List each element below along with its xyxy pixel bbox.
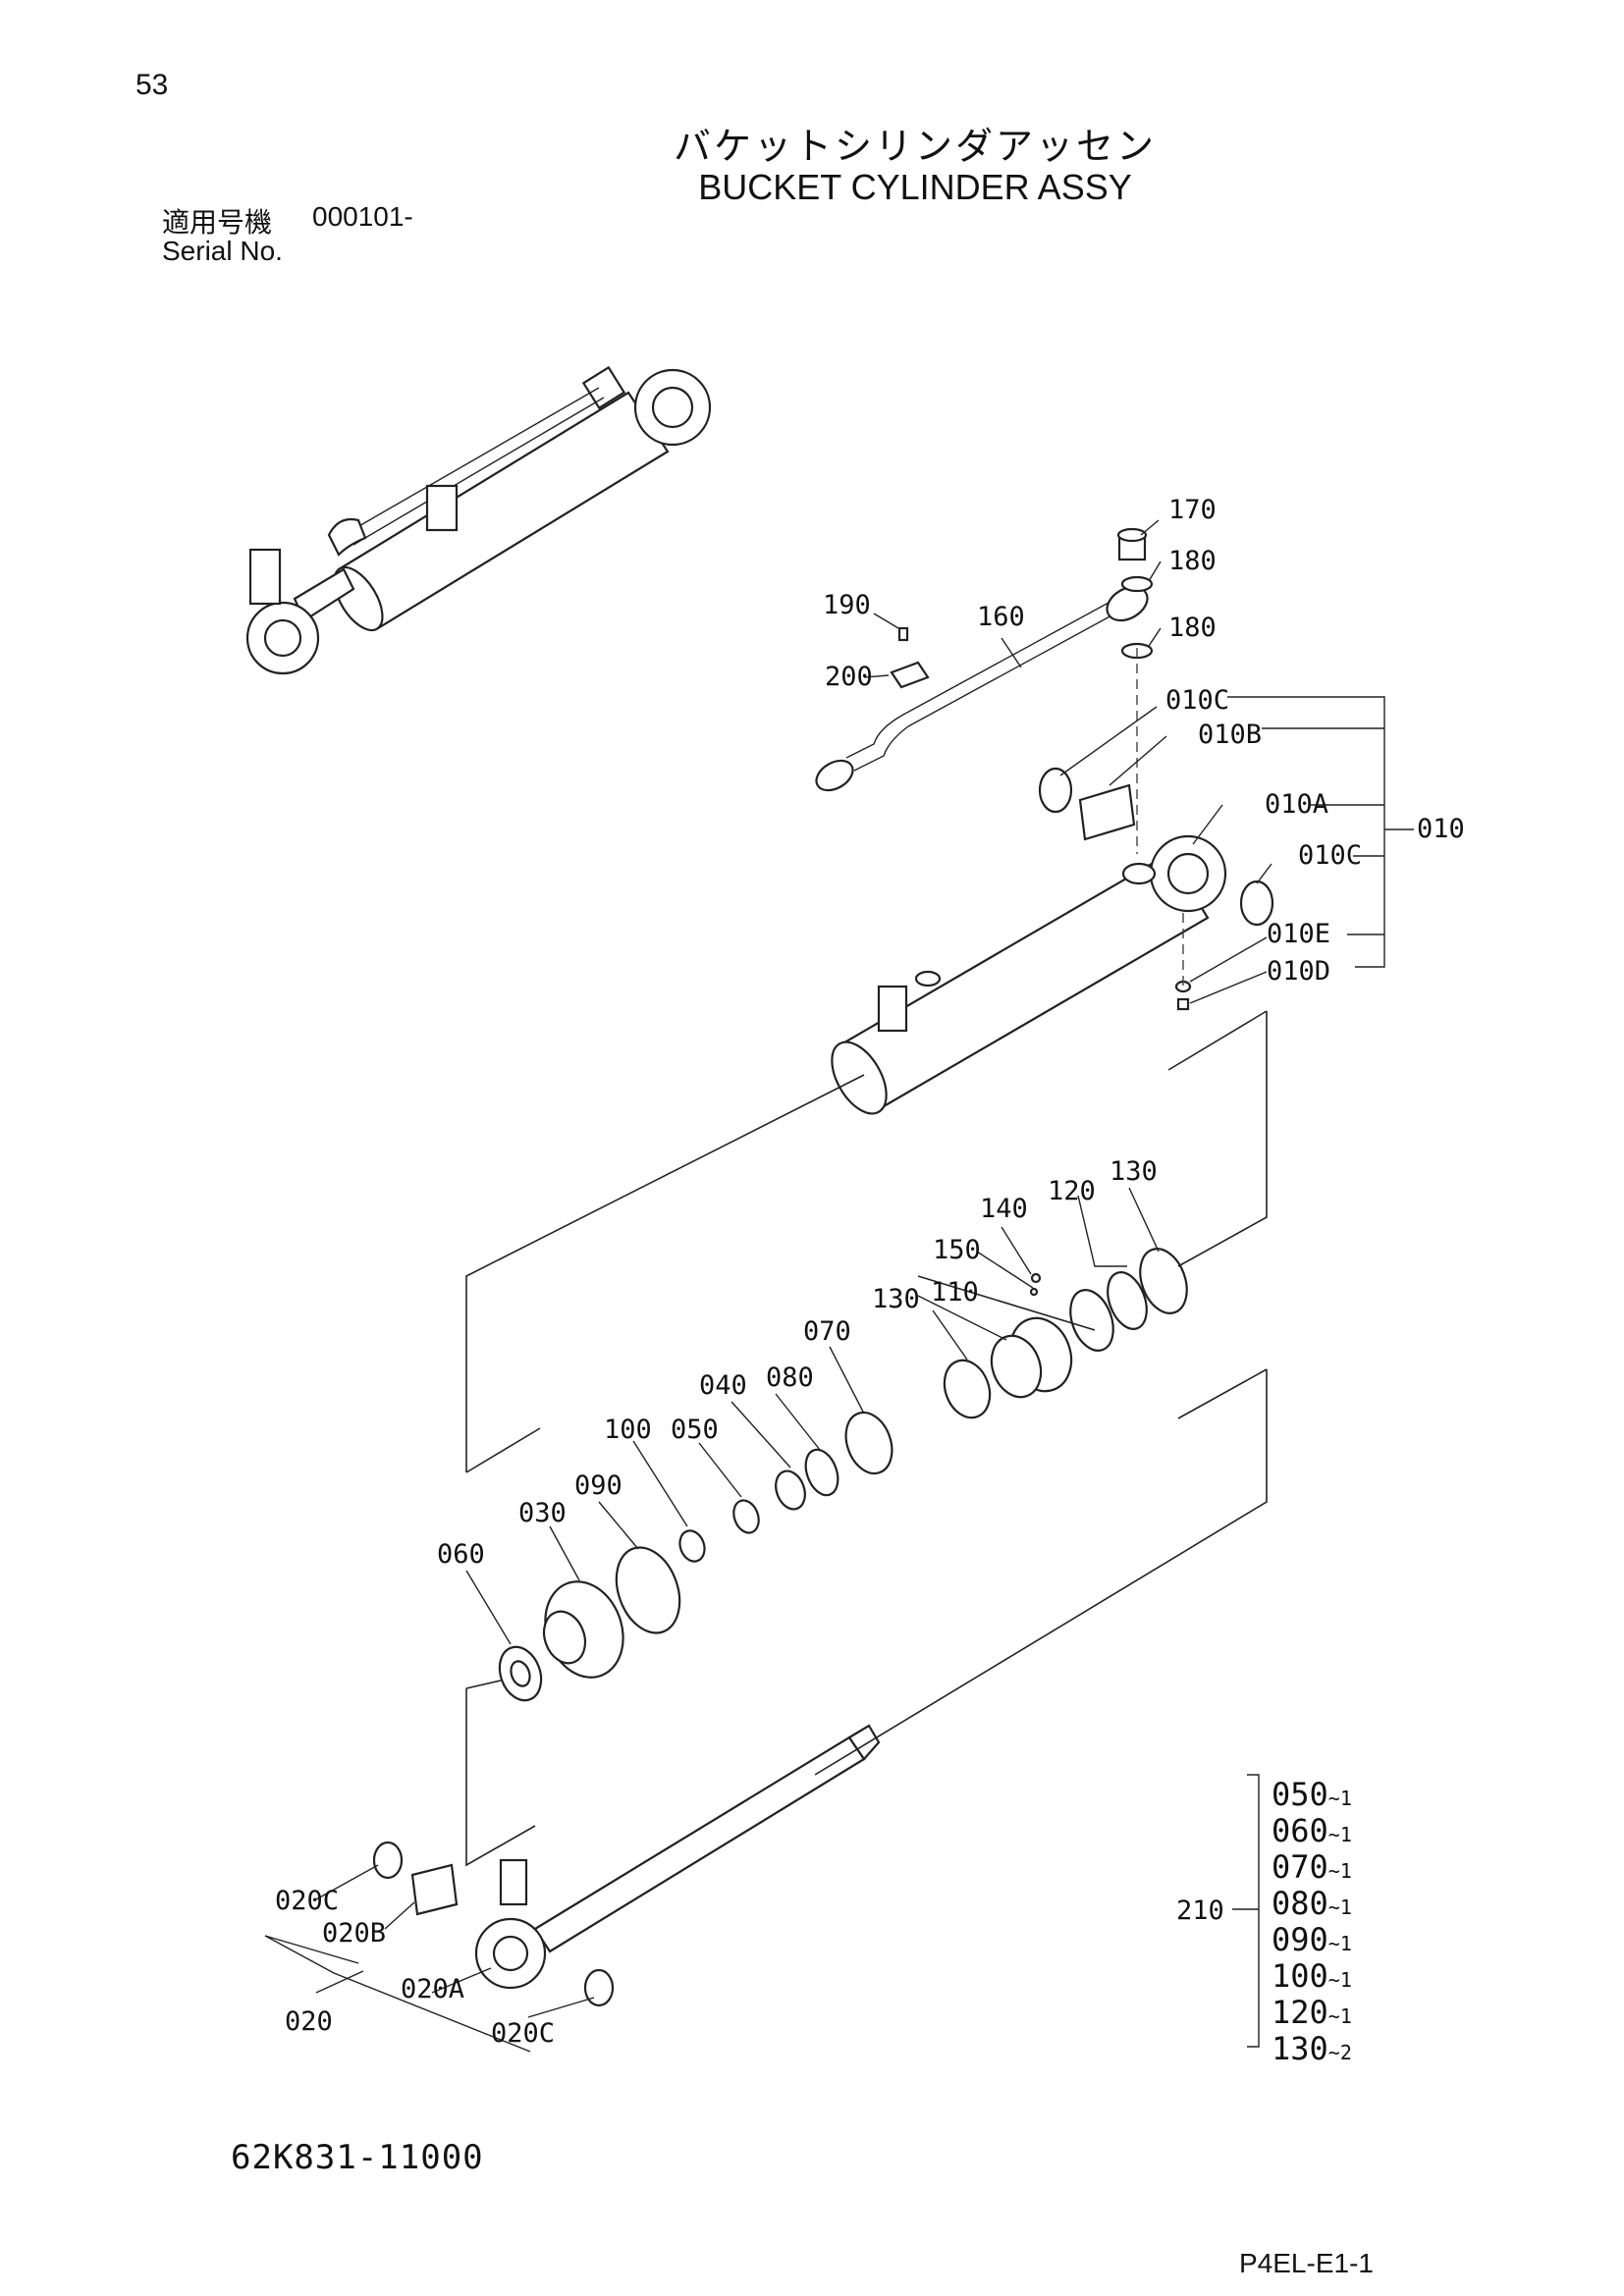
serial-label-japanese: 適用号機 [162, 206, 273, 239]
kit-item: 130~2 [1272, 2030, 1352, 2067]
label-190: 190 [823, 590, 871, 620]
kit-item: 090~1 [1272, 1921, 1352, 1958]
label-020a: 020A [401, 1974, 464, 2004]
label-070: 070 [803, 1316, 851, 1347]
page-number: 53 [135, 69, 169, 101]
title-english: BUCKET CYLINDER ASSY [698, 167, 1132, 207]
label-130-lower: 130 [872, 1284, 920, 1314]
label-010d: 010D [1267, 956, 1330, 987]
label-040: 040 [699, 1370, 747, 1401]
label-150: 150 [933, 1235, 981, 1265]
label-020c-right: 020C [491, 2018, 555, 2049]
label-020: 020 [285, 2006, 333, 2037]
kit-item: 080~1 [1272, 1885, 1352, 1922]
label-120: 120 [1048, 1176, 1096, 1206]
label-100: 100 [604, 1415, 652, 1445]
page-code: P4EL-E1-1 [1239, 2248, 1374, 2278]
label-010e: 010E [1267, 919, 1330, 949]
serial-label-english: Serial No. [162, 236, 283, 266]
label-020b: 020B [322, 1918, 386, 1949]
serial-value: 000101- [312, 201, 413, 232]
label-210: 210 [1176, 1896, 1224, 1926]
label-170: 170 [1168, 495, 1217, 525]
label-010c-mid: 010C [1298, 840, 1362, 871]
kit-item: 100~1 [1272, 1957, 1352, 1995]
label-180-lower: 180 [1168, 613, 1217, 643]
label-080: 080 [766, 1362, 814, 1393]
piston-parts-illustration [498, 1248, 1188, 1702]
kit-item: 120~1 [1272, 1994, 1352, 2031]
label-050: 050 [671, 1415, 719, 1445]
assembled-cylinder-illustration [245, 365, 712, 675]
label-140: 140 [980, 1194, 1028, 1224]
kit-item: 050~1 [1272, 1776, 1352, 1813]
label-130-upper: 130 [1110, 1156, 1158, 1187]
label-010b: 010B [1198, 720, 1262, 750]
kit-item: 060~1 [1272, 1812, 1352, 1849]
label-180-upper: 180 [1168, 546, 1217, 576]
label-030: 030 [518, 1498, 567, 1528]
pipe-160-illustration [815, 527, 1154, 792]
callout-labels: 170 180 180 190 160 200 010C 010B 010A 0… [275, 495, 1465, 2049]
label-110: 110 [931, 1277, 979, 1308]
label-200: 200 [825, 662, 873, 692]
label-020c-left: 020C [275, 1886, 339, 1916]
piston-rod-illustration [372, 1724, 881, 2007]
cylinder-tube-illustration [831, 767, 1274, 1115]
label-060: 060 [437, 1539, 485, 1570]
kit-item: 070~1 [1272, 1848, 1352, 1886]
label-160: 160 [977, 602, 1025, 632]
seal-kit-list: 050~1 060~1 070~1 080~1 090~1 100~1 120~… [1272, 1779, 1352, 2069]
title-japanese: バケットシリンダアッセン [673, 125, 1157, 168]
leader-lines [264, 519, 1414, 2053]
label-090: 090 [574, 1470, 623, 1501]
assembly-guide-lines [465, 648, 1268, 1867]
label-010c-top: 010C [1165, 685, 1229, 716]
label-010a: 010A [1265, 789, 1328, 820]
assembly-part-number: 62K831-11000 [231, 2138, 484, 2177]
label-010: 010 [1417, 814, 1465, 844]
